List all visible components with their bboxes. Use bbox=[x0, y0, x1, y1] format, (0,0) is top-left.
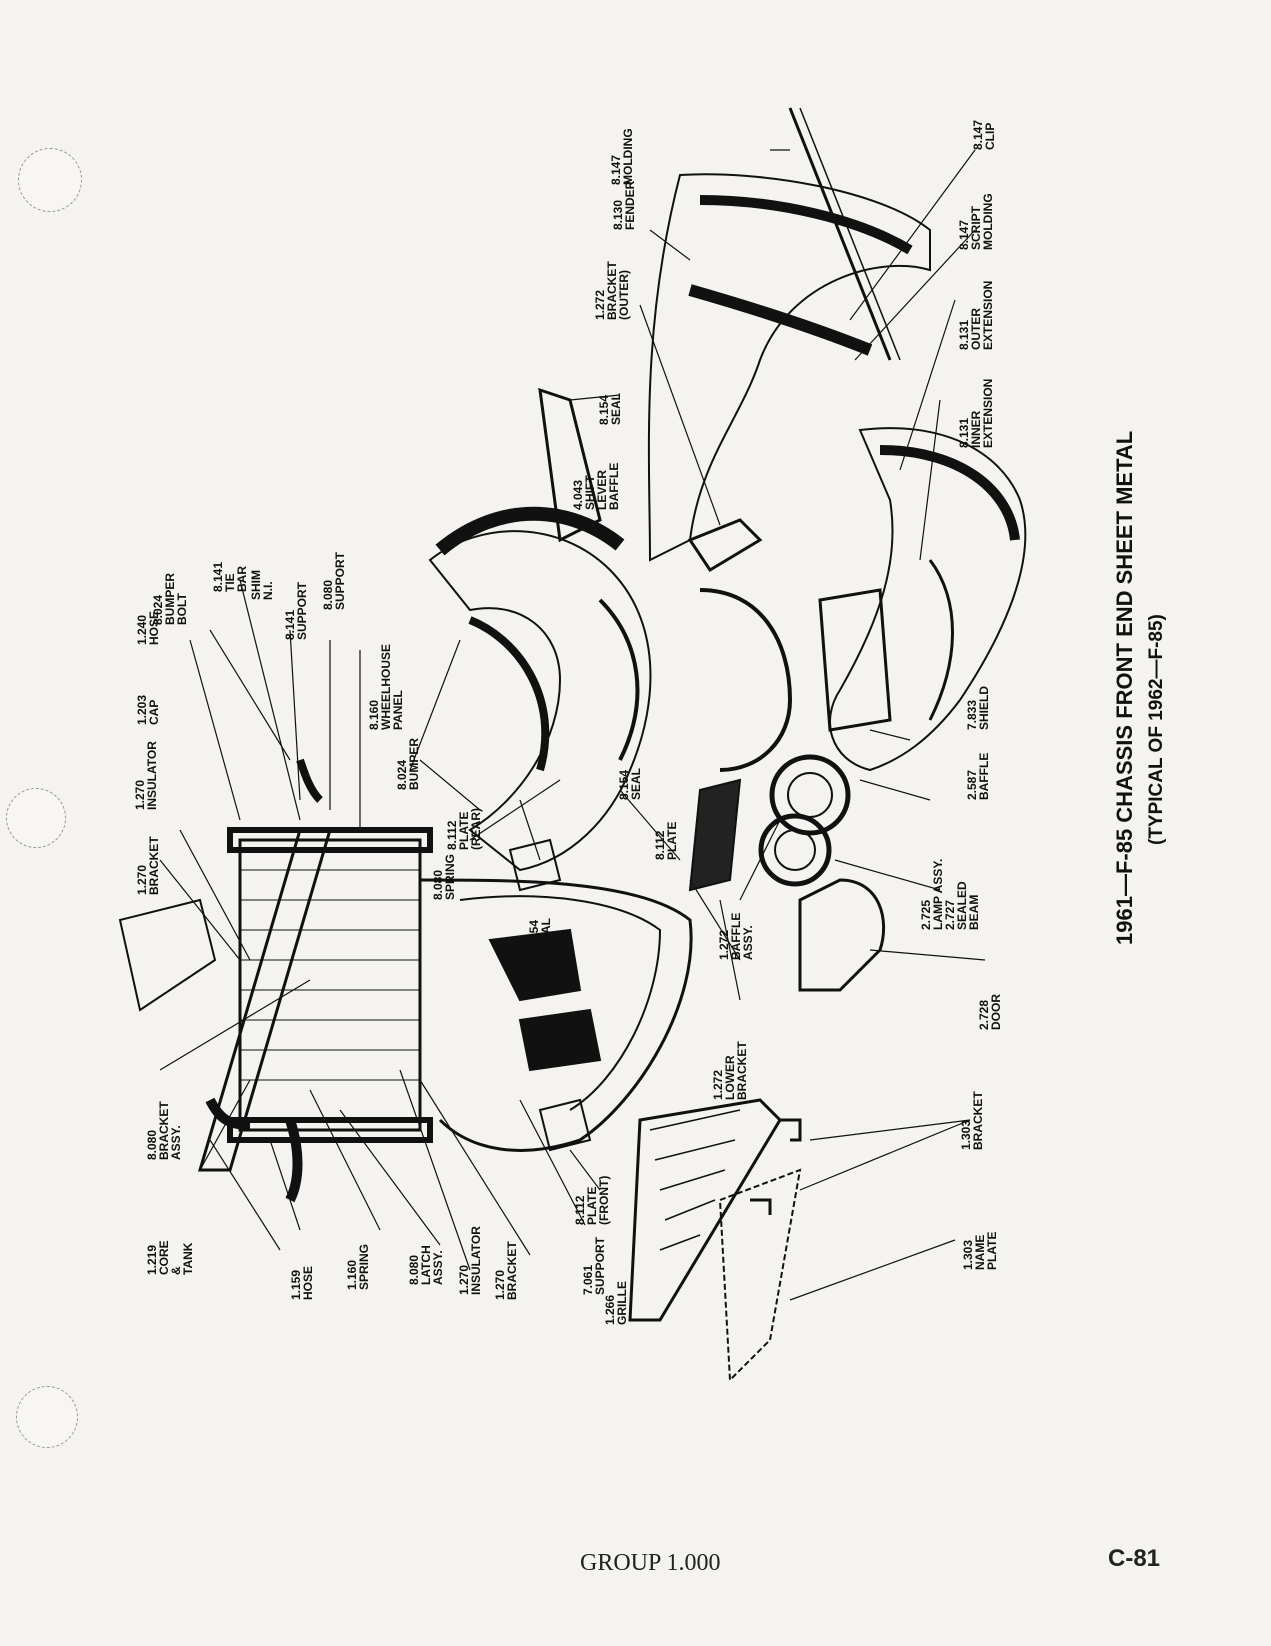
callout-clip: 8.147 CLIP bbox=[971, 119, 997, 150]
callout-inner-extension: 8.131 INNER EXTENSION bbox=[957, 378, 995, 448]
lamp-upper bbox=[769, 754, 851, 836]
callout-door: 2.728 DOOR bbox=[977, 994, 1003, 1030]
callout-plate-front: 8.112 PLATE (FRONT) bbox=[573, 1175, 611, 1225]
callout-support-8141: 8.141 SUPPORT bbox=[283, 581, 309, 640]
extension-shape bbox=[829, 427, 1027, 772]
callout-baffle-2587: 2.587 BAFFLE bbox=[965, 752, 991, 800]
diagram-title: 1961—F-85 CHASSIS FRONT END SHEET METAL bbox=[1112, 430, 1137, 945]
callout-spring-8080: 8.080 SPRING bbox=[431, 853, 457, 900]
hose-lower bbox=[285, 1118, 303, 1203]
callout-cap: 1.203 CAP bbox=[135, 694, 161, 725]
callout-grille: 1.266 GRILLE bbox=[603, 1281, 629, 1325]
group-label: GROUP 1.000 bbox=[580, 1550, 721, 1576]
callout-tie-bar: 8.141 TIE BAR bbox=[211, 561, 249, 592]
callout-shift-lever-baffle: 4.043 SHIFT LEVER BAFFLE bbox=[571, 462, 621, 510]
callout-hose-1159: 1.159 HOSE bbox=[289, 1265, 315, 1300]
callout-support-8080: 8.080 SUPPORT bbox=[321, 551, 347, 610]
shift-lever-baffle bbox=[538, 387, 602, 543]
lamp-lower bbox=[758, 813, 832, 887]
callout-seal-mid: 8.154 SEAL bbox=[617, 767, 643, 800]
binder-hole-middle bbox=[6, 788, 66, 848]
molding-strip bbox=[788, 107, 892, 361]
binder-hole-top bbox=[18, 148, 82, 212]
callout-lower-bracket: 1.272 LOWER BRACKET bbox=[711, 1041, 749, 1100]
callout-core-tank: 1.219 CORE & TANK bbox=[145, 1240, 195, 1275]
radiator-core bbox=[238, 838, 422, 1132]
callout-wheelhouse-panel: 8.160 WHEELHOUSE PANEL bbox=[367, 643, 405, 730]
callout-bumper-bolt: 8.024 BUMPER BOLT bbox=[151, 572, 189, 625]
grille bbox=[628, 1098, 782, 1322]
callout-script-molding: 8.147 SCRIPT MOLDING bbox=[957, 193, 995, 250]
callout-latch-assy: 8.080 LATCH ASSY. bbox=[407, 1245, 445, 1285]
page-number: C-81 bbox=[1108, 1545, 1161, 1572]
callout-bumper: 8.024 BUMPER bbox=[395, 737, 421, 790]
callout-spring-1160: 1.160 SPRING bbox=[345, 1243, 371, 1290]
callout-lamp-assy: 2.725 LAMP ASSY. 2.727 SEALED BEAM bbox=[919, 858, 981, 930]
callout-baffle-assy: 1.272 BAFFLE ASSY. bbox=[717, 912, 755, 960]
callout-seal-lower: 8.154 SEAL bbox=[527, 917, 553, 950]
fender-shape bbox=[647, 173, 931, 562]
callout-fender: 8.130 FENDER bbox=[611, 180, 637, 230]
wheelhouse-panel bbox=[428, 530, 652, 872]
callout-molding: 8.147 MOLDING bbox=[609, 128, 635, 185]
bracket-assy bbox=[118, 898, 217, 1012]
callout-shim: SHIM N.I. bbox=[249, 570, 275, 600]
binder-hole-bottom bbox=[16, 1386, 78, 1448]
callout-seal-top: 8.154 SEAL bbox=[597, 392, 623, 425]
hose-upper bbox=[205, 1097, 251, 1130]
lamp-door bbox=[798, 878, 886, 992]
callout-outer-extension: 8.131 OUTER EXTENSION bbox=[957, 280, 995, 350]
callout-name-plate: 1.303 NAME PLATE bbox=[961, 1231, 999, 1270]
callout-plate-rear: 8.112 PLATE (REAR) bbox=[445, 808, 483, 850]
radiator-support bbox=[419, 878, 693, 1152]
diagram-subtitle: (TYPICAL OF 1962—F-85) bbox=[1146, 614, 1167, 845]
callout-bracket-assy: 8.080 BRACKET ASSY. bbox=[145, 1101, 183, 1160]
callout-shield: 7.833 SHIELD bbox=[965, 685, 991, 730]
name-plate bbox=[718, 1168, 802, 1383]
callout-insulator-1270-lower: 1.270 INSULATOR bbox=[457, 1226, 483, 1295]
callout-bracket-1270-lower: 1.270 BRACKET bbox=[493, 1241, 519, 1300]
callout-bracket-1303: 1.303 BRACKET bbox=[959, 1091, 985, 1150]
callout-plate-8112: 8.112 PLATE bbox=[653, 821, 679, 860]
callout-bracket-outer: 1.272 BRACKET (OUTER) bbox=[593, 261, 631, 320]
callout-support-7061: 7.061 SUPPORT bbox=[581, 1236, 607, 1295]
callout-insulator-1270: 1.270 INSULATOR bbox=[133, 741, 159, 810]
callout-bracket-1270: 1.270 BRACKET bbox=[135, 836, 161, 895]
tie-bar bbox=[197, 828, 333, 1172]
